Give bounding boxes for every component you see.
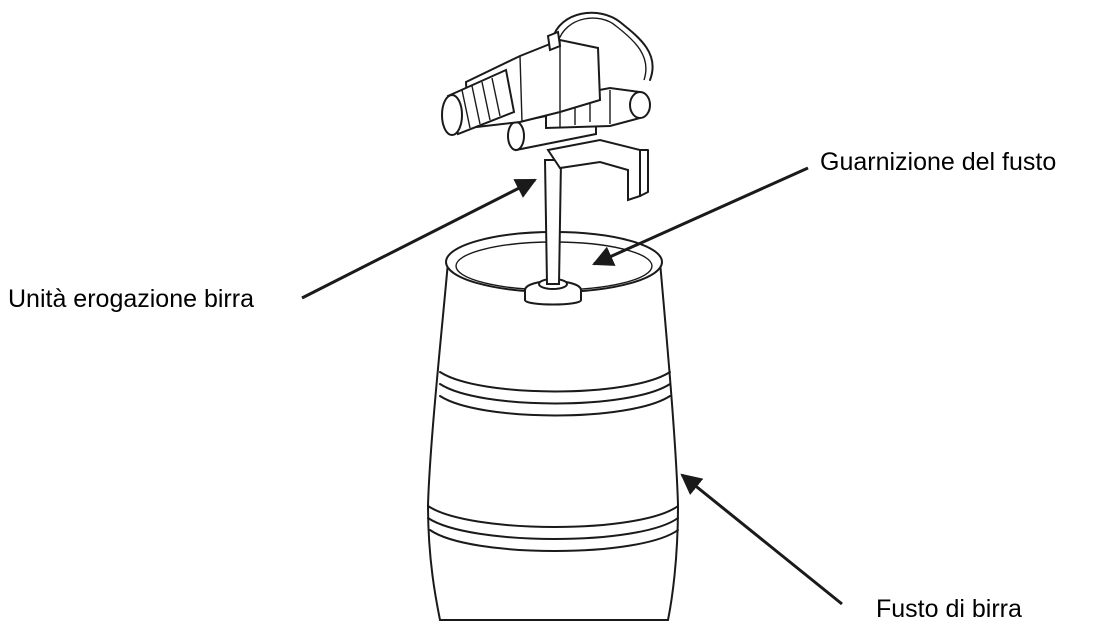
arrow-beer-keg	[680, 473, 843, 606]
label-dispensing-unit: Unità erogazione birra	[8, 285, 254, 313]
spear-tube	[543, 159, 563, 285]
keg-lower-band	[427, 505, 679, 528]
arrow-keg-seal	[592, 166, 809, 266]
label-keg-seal: Guarnizione del fusto	[820, 148, 1056, 176]
keg-body	[426, 261, 680, 621]
keg-upper-band	[439, 371, 671, 393]
arrow-dispensing-unit	[301, 178, 537, 300]
label-beer-keg: Fusto di birra	[876, 595, 1022, 623]
power-cable	[551, 11, 654, 81]
beer-keg-drawing	[426, 231, 680, 621]
dispensing-unit-drawing	[441, 11, 654, 285]
